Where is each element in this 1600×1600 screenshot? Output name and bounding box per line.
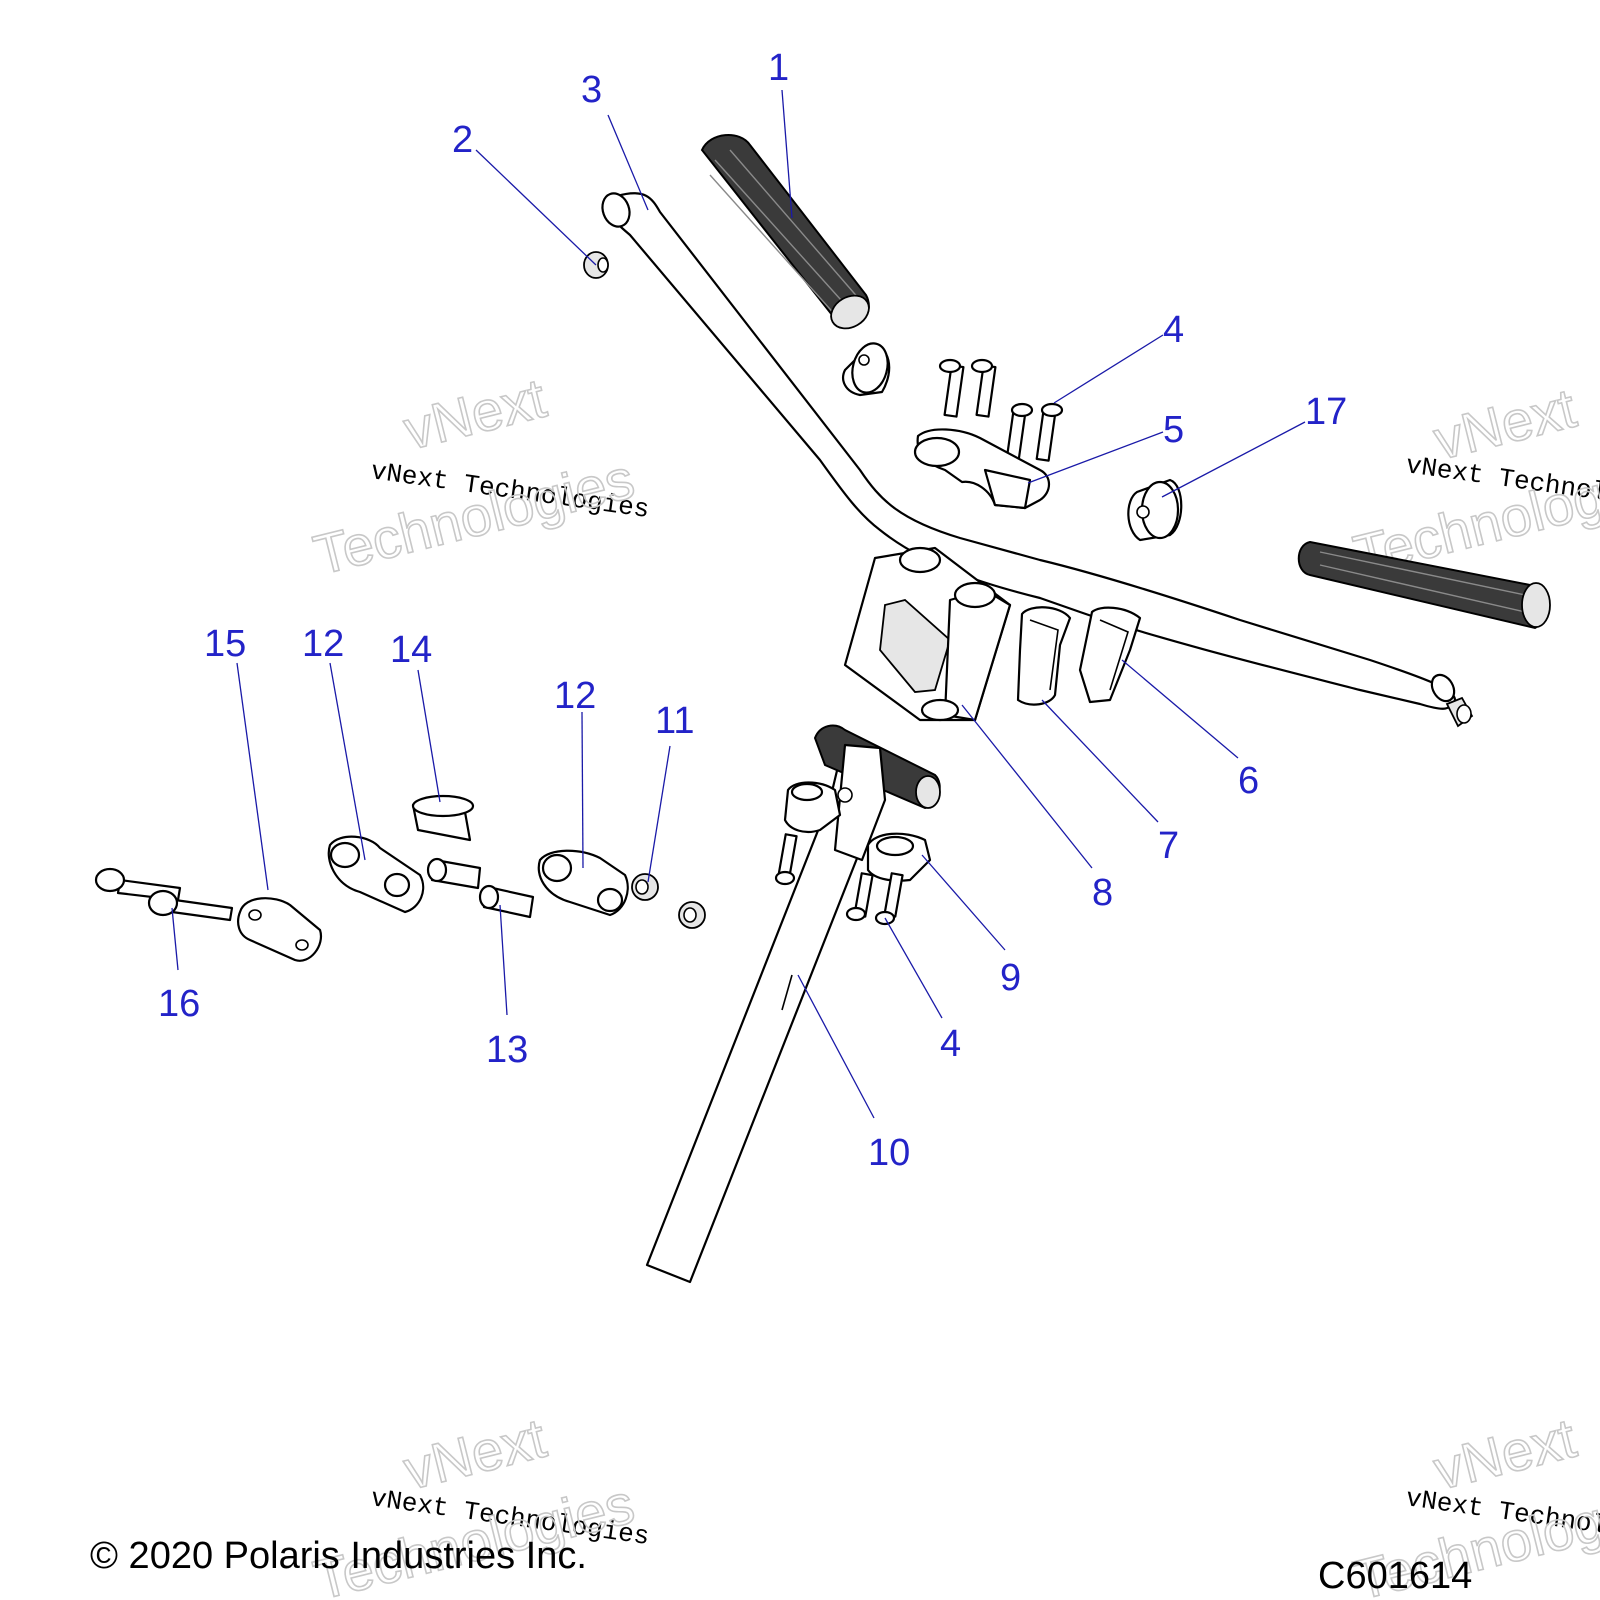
callout-5: 5 [1163,409,1184,451]
callout-11: 11 [655,700,694,742]
bushing-small-upper [631,873,659,901]
grip-left [700,133,870,330]
callout-1: 1 [768,47,789,89]
callout-16: 16 [158,983,200,1025]
leader-8 [961,704,1093,869]
callout-9: 9 [1000,957,1021,999]
leader-12b [581,711,584,869]
leader-3 [607,114,649,211]
bolts-lower [774,833,904,926]
bolts-upper [938,358,1064,462]
bushing-small-lower [678,901,706,929]
leader-1 [781,89,793,219]
lower-clamp-pair [783,781,932,882]
bolt-long-bottom [147,889,234,922]
callout-7: 7 [1158,825,1179,867]
spacer-upper [426,857,482,890]
leader-2 [475,149,597,266]
leader-11 [647,745,671,883]
leader-lines [171,89,1306,1119]
callout-12-right: 12 [554,675,596,717]
grip-clamp-ring-left [842,342,891,397]
svg-text:vNext: vNext [398,366,553,462]
bushing-ring [411,794,475,842]
callout-13: 13 [486,1029,528,1071]
handlebar-part [601,192,1457,710]
handlebar-riser-block [843,546,1012,722]
leader-16 [171,907,179,971]
link-plate [237,897,323,962]
watermark-top-right: vNext Technologies vNext Technologies [1347,375,1600,587]
leader-10 [797,974,875,1119]
leader-12a [329,662,366,861]
callout-10: 10 [868,1132,910,1174]
leader-9 [921,854,1006,951]
copyright-text: © 2020 Polaris Industries Inc. [90,1535,587,1577]
svg-text:vNext: vNext [1428,376,1583,472]
clamp-ring-right [1127,478,1183,542]
riser-cover-left [1016,606,1072,706]
callout-14: 14 [390,629,432,671]
svg-text:vNext: vNext [398,1406,553,1502]
riser-cover-right [1078,606,1142,704]
leader-7 [1041,699,1159,823]
link-bracket-right [537,849,629,917]
leader-5 [1027,431,1164,484]
callout-6: 6 [1238,760,1259,802]
handlebar-upper-clamp [913,428,1051,510]
callout-3: 3 [581,69,602,111]
leader-14 [417,669,441,803]
svg-text:Technologies: Technologies [308,446,640,586]
leader-4b [884,917,943,1019]
callout-labels: 1 2 3 4 5 17 15 12 14 12 11 6 7 8 9 4 16… [158,47,1347,1174]
grip-right [1297,540,1551,630]
spacer-lower [478,884,535,919]
svg-text:vNext: vNext [1428,1406,1583,1502]
callout-4-lower: 4 [940,1023,961,1065]
callout-8: 8 [1092,872,1113,914]
watermark-top-left: vNext Technologies vNext Technologies [307,365,651,587]
link-bracket-left [327,835,425,914]
callout-4-upper: 4 [1163,309,1184,351]
leader-6 [1121,659,1239,759]
callout-2: 2 [452,119,473,161]
leader-15 [236,662,269,891]
bar-end-plug-right [1445,696,1474,728]
figure-code: C601614 [1318,1555,1472,1597]
callout-12-left: 12 [302,623,344,665]
callout-17: 17 [1305,391,1347,433]
callout-15: 15 [204,623,246,665]
leader-13 [499,904,508,1016]
leader-17 [1161,421,1306,498]
leader-4a [1053,334,1164,404]
